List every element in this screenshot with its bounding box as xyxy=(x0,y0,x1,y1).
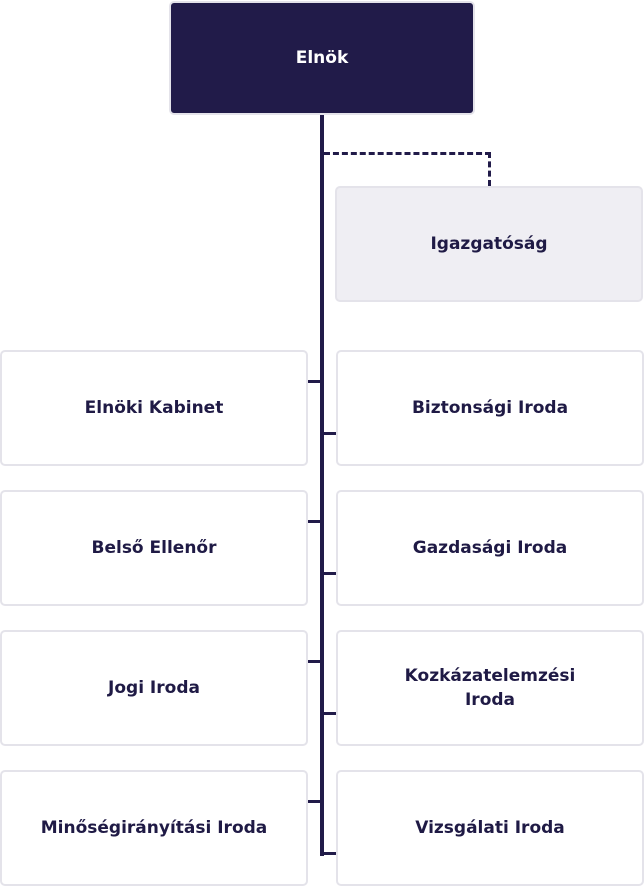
node-gazdasagi-iroda: Gazdasági Iroda xyxy=(336,490,644,606)
node-belso-ellenor: Belső Ellenőr xyxy=(0,490,308,606)
branch-line-right-1 xyxy=(322,432,338,435)
node-igazgatosag: Igazgatóság xyxy=(335,186,643,302)
staff-dashed-connector-vertical xyxy=(488,152,491,186)
branch-line-left-3 xyxy=(306,660,322,663)
node-elnoki-kabinet: Elnöki Kabinet xyxy=(0,350,308,466)
staff-dashed-connector-horizontal xyxy=(324,152,491,155)
branch-line-left-1 xyxy=(306,380,322,383)
branch-line-right-4 xyxy=(322,852,338,855)
node-biztonsagi-iroda: Biztonsági Iroda xyxy=(336,350,644,466)
branch-line-left-4 xyxy=(306,800,322,803)
branch-line-left-2 xyxy=(306,520,322,523)
node-kozkazatelemzesi-iroda: Kozkázatelemzési Iroda xyxy=(336,630,644,746)
branch-line-right-2 xyxy=(322,572,338,575)
node-jogi-iroda: Jogi Iroda xyxy=(0,630,308,746)
node-vizsgalati-iroda: Vizsgálati Iroda xyxy=(336,770,644,886)
node-minosegiranyitasi-iroda: Minőségirányítási Iroda xyxy=(0,770,308,886)
branch-line-right-3 xyxy=(322,712,338,715)
main-trunk-line xyxy=(320,113,324,856)
node-elnok: Elnök xyxy=(169,1,475,115)
